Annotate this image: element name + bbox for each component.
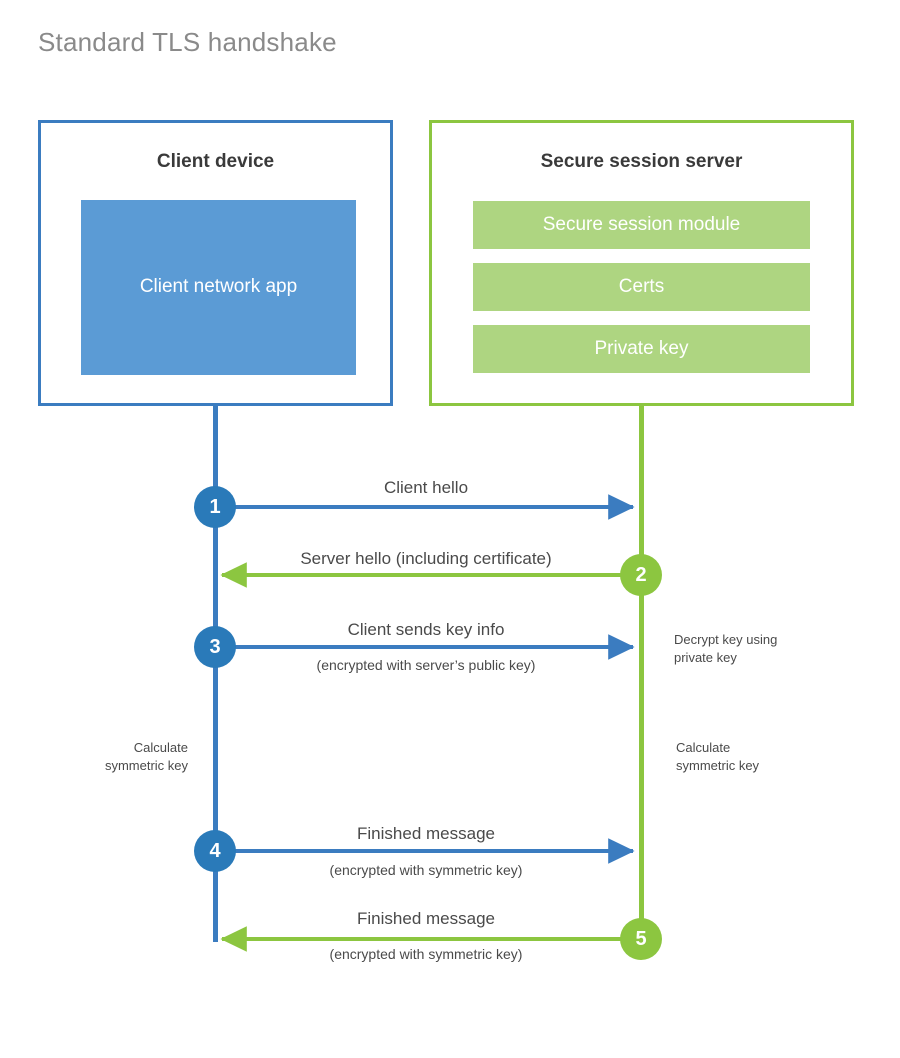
step-marker-1[interactable]: 1 [194,486,236,528]
step-marker-2[interactable]: 2 [620,554,662,596]
client-network-app-block: Client network app [81,200,356,375]
message-label-step-2: Server hello (including certificate) [300,549,552,568]
message-label-step-1: Client hello [383,478,469,497]
message-label-step-3: Client sends key info [347,620,505,639]
step-marker-5[interactable]: 5 [620,918,662,960]
certs-block: Certs [473,263,810,311]
annotation-decrypt-key: Decrypt key using private key [674,632,778,665]
secure-session-module-block: Secure session module [473,201,810,249]
message-label-step-4: Finished message [357,824,495,843]
step-marker-4[interactable]: 4 [194,830,236,872]
secure-session-server-box: Secure session server Secure session mod… [429,120,854,406]
page-title: Standard TLS handshake [38,27,337,57]
server-lifeline [639,405,644,940]
message-sublabel-step-4: (encrypted with symmetric key) [329,862,523,878]
client-lifeline [213,405,218,942]
secure-session-server-title: Secure session server [540,151,743,172]
message-sublabel-step-3: (encrypted with server’s public key) [316,657,536,673]
private-key-block: Private key [473,325,810,373]
step-marker-3[interactable]: 3 [194,626,236,668]
annotation-server-calculate-symmetric-key: Calculate symmetric key [676,740,760,773]
message-label-step-5: Finished message [357,909,495,928]
annotation-client-calculate-symmetric-key: Calculate symmetric key [104,740,188,773]
message-sublabel-step-5: (encrypted with symmetric key) [329,946,523,962]
client-device-title: Client device [156,151,275,172]
client-device-box: Client device Client network app [38,120,393,406]
